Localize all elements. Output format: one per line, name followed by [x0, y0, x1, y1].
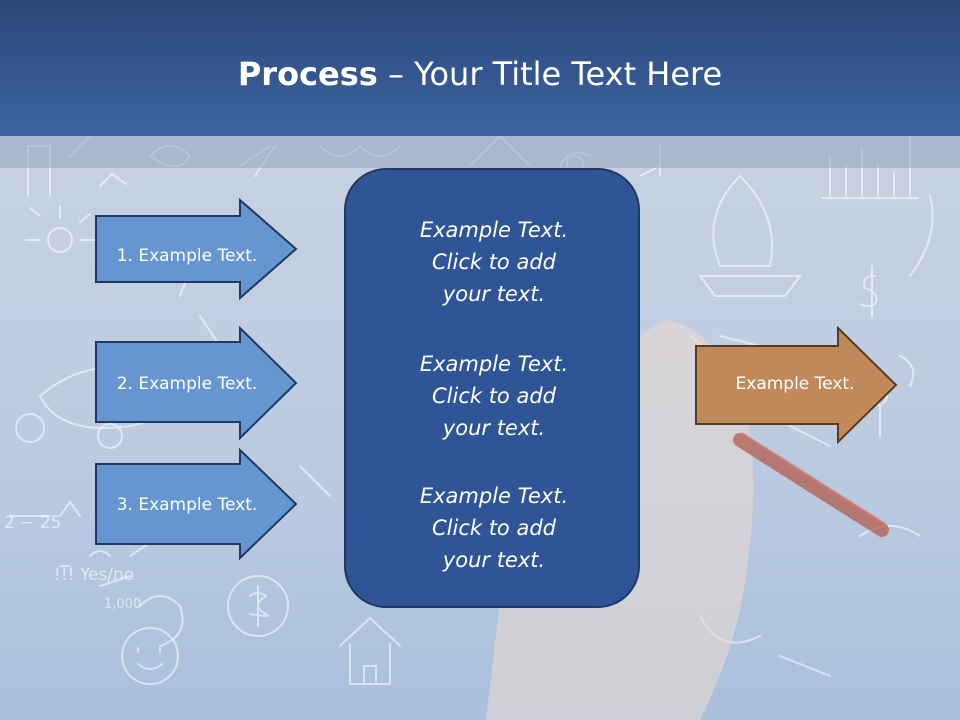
step-label-2: 2. Example Text. [116, 374, 258, 394]
center-text-line: Example Text. [419, 218, 569, 242]
svg-text:2 − 25: 2 − 25 [4, 513, 62, 533]
center-text-line: Click to add [431, 250, 556, 274]
title-rest: Your Title Text Here [414, 55, 723, 93]
svg-text:!!! Yes/no: !!! Yes/no [54, 565, 134, 585]
center-text-line: Click to add [431, 384, 556, 408]
step-arrow-1[interactable] [94, 198, 300, 300]
output-arrow[interactable] [694, 326, 900, 444]
step-arrow-2[interactable] [94, 326, 300, 440]
title-dash: – [377, 55, 415, 93]
title-strip [0, 136, 960, 168]
center-text-line: Example Text. [419, 352, 569, 376]
center-text-line: your text. [442, 416, 546, 440]
center-text-block-2: Example Text. Click to add your text. [346, 348, 642, 444]
center-text-line: Click to add [431, 516, 556, 540]
slide-title[interactable]: Process – Your Title Text Here [0, 52, 960, 96]
center-text-box[interactable]: Example Text. Click to add your text. Ex… [344, 168, 640, 608]
center-text-line: your text. [442, 548, 546, 572]
center-text-line: Example Text. [419, 484, 569, 508]
center-text-block-3: Example Text. Click to add your text. [346, 480, 642, 576]
title-bar [0, 0, 960, 136]
title-bold: Process [237, 55, 378, 93]
center-text-block-1: Example Text. Click to add your text. [346, 214, 642, 310]
step-arrow-3[interactable] [94, 448, 300, 560]
center-text-line: your text. [442, 282, 546, 306]
svg-text:1,000: 1,000 [104, 597, 141, 612]
step-label-1: 1. Example Text. [116, 246, 258, 266]
output-label: Example Text. [735, 374, 855, 394]
step-label-3: 3. Example Text. [116, 495, 258, 515]
